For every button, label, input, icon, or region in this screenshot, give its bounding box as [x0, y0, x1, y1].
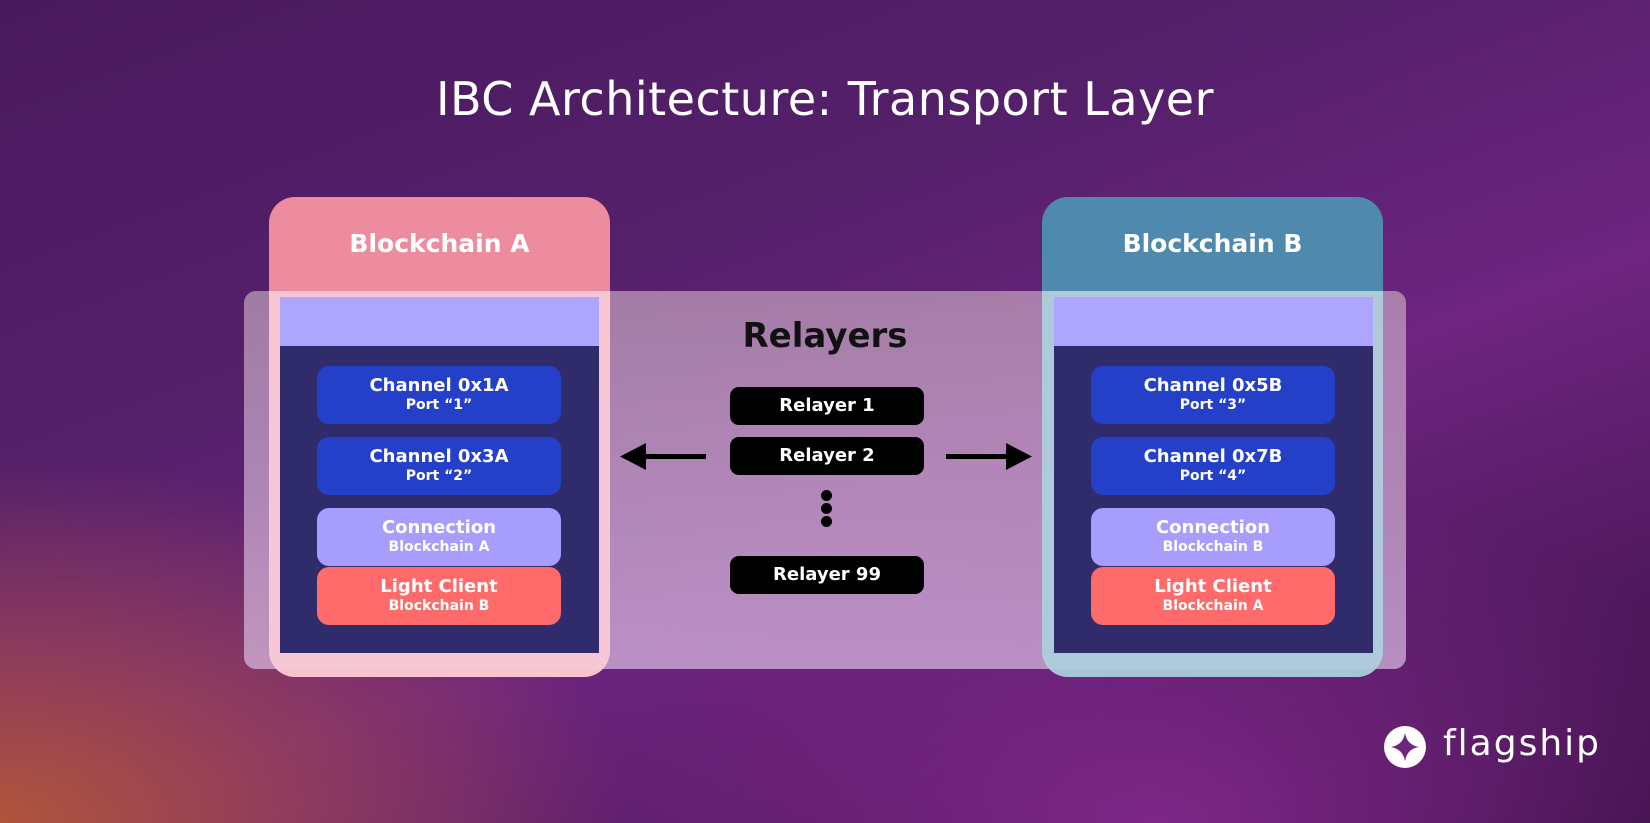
light-client-chain: Blockchain A — [1162, 598, 1264, 614]
channel-name: Channel 0x3A — [369, 446, 509, 467]
channel-name: Channel 0x7B — [1143, 446, 1283, 467]
channel-port: Port “2” — [405, 468, 473, 484]
connection-title: Connection — [381, 517, 497, 538]
light-client-layer: Light Client Blockchain A — [1091, 567, 1335, 625]
channel-layer: Channel 0x1A Port “1” — [317, 366, 561, 424]
arrow-left-icon — [620, 443, 706, 470]
channel-layer: Channel 0x7B Port “4” — [1091, 437, 1335, 495]
channel-layer: Channel 0x3A Port “2” — [317, 437, 561, 495]
light-client-title: Light Client — [1154, 576, 1272, 597]
blockchain-b-title: Blockchain B — [1122, 229, 1303, 258]
connection-layer: Connection Blockchain A — [317, 508, 561, 566]
relayers-title: Relayers — [742, 316, 908, 356]
light-client-layer: Light Client Blockchain B — [317, 567, 561, 625]
channel-name: Channel 0x5B — [1143, 375, 1283, 396]
connection-chain: Blockchain A — [388, 539, 490, 555]
brand-name: flagship — [1443, 723, 1602, 764]
channel-port: Port “4” — [1179, 468, 1247, 484]
relayer-item: Relayer 1 — [730, 387, 924, 425]
light-client-chain: Blockchain B — [388, 598, 490, 614]
channel-name: Channel 0x1A — [369, 375, 509, 396]
connection-title: Connection — [1155, 517, 1271, 538]
star-in-circle-icon — [1384, 726, 1426, 768]
connection-chain: Blockchain B — [1162, 539, 1264, 555]
light-client-title: Light Client — [380, 576, 498, 597]
channel-port: Port “3” — [1179, 397, 1247, 413]
connection-layer: Connection Blockchain B — [1091, 508, 1335, 566]
channel-port: Port “1” — [405, 397, 473, 413]
blockchain-a-stack-header — [280, 297, 599, 346]
arrow-right-icon — [946, 443, 1032, 470]
vertical-ellipsis-icon — [818, 490, 834, 529]
blockchain-a-title: Blockchain A — [349, 229, 530, 258]
channel-layer: Channel 0x5B Port “3” — [1091, 366, 1335, 424]
blockchain-b-stack-header — [1054, 297, 1373, 346]
relayer-item: Relayer 2 — [730, 437, 924, 475]
blockchain-b-stack: Channel 0x5B Port “3” Channel 0x7B Port … — [1054, 297, 1373, 653]
blockchain-a-stack: Channel 0x1A Port “1” Channel 0x3A Port … — [280, 297, 599, 653]
relayer-item: Relayer 99 — [730, 556, 924, 594]
page-title: IBC Architecture: Transport Layer — [435, 72, 1214, 126]
